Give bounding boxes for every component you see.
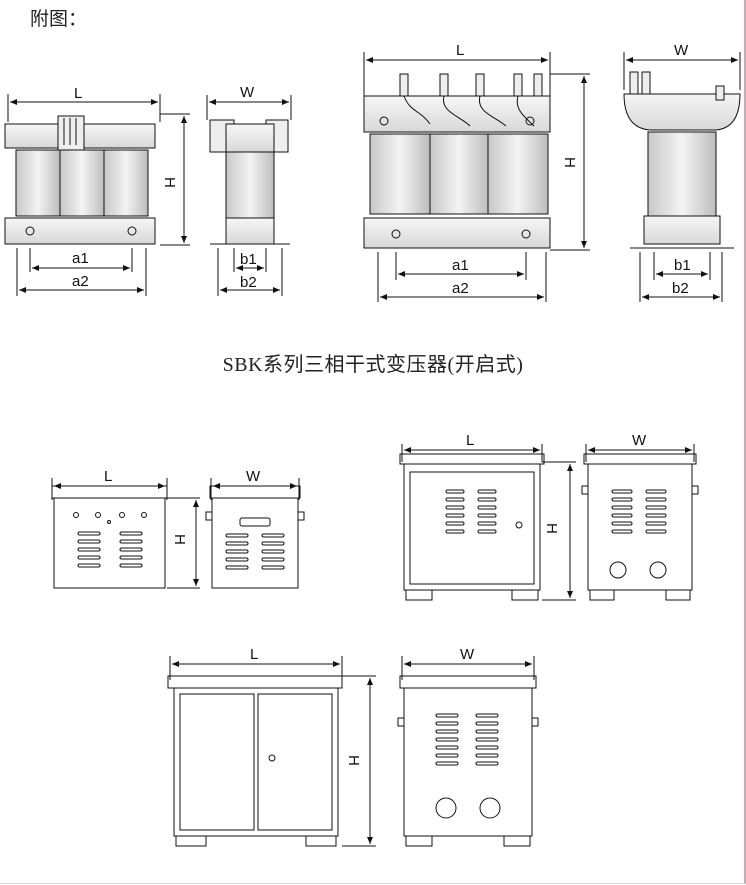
height-label: H [171, 534, 188, 545]
height-label: H [543, 523, 560, 534]
length-label: L [250, 646, 258, 663]
enclosure-medium-front [399, 444, 576, 601]
enclosure-small-side [205, 478, 305, 589]
open-transformer-small-front [4, 94, 190, 296]
length-label: L [466, 432, 474, 449]
open-transformer-small-side [206, 95, 292, 296]
enclosure-large-front [167, 656, 376, 847]
length-label: L [104, 468, 112, 485]
width-label: W [240, 84, 255, 101]
page-header: 附图： [30, 8, 88, 30]
enclosure-large-side [397, 656, 539, 847]
height-label: H [345, 755, 362, 766]
left-door [179, 693, 255, 831]
b2-label: b2 [672, 280, 689, 297]
length-label: L [456, 42, 464, 59]
a2-label: a2 [452, 280, 469, 297]
b1-label: b1 [674, 257, 691, 274]
right-door [257, 693, 333, 831]
width-label: W [460, 646, 475, 663]
door-lock [268, 754, 276, 762]
height-label: H [161, 177, 178, 188]
enclosure-medium-side [581, 444, 699, 601]
a1-label: a1 [452, 257, 469, 274]
a1-label: a1 [72, 250, 89, 267]
cable-entry-hole [479, 797, 501, 819]
series-caption: SBK系列三相干式变压器(开启式) [222, 354, 524, 376]
cable-entry-hole [609, 561, 627, 579]
handle [239, 517, 271, 527]
a2-label: a2 [72, 273, 89, 290]
enclosure-small-front [51, 478, 200, 589]
width-label: W [674, 42, 689, 59]
width-label: W [246, 468, 261, 485]
b1-label: b1 [240, 251, 257, 268]
open-transformer-large-side [623, 52, 741, 302]
height-label: H [561, 157, 578, 168]
width-label: W [632, 432, 647, 449]
vent-louvers [77, 531, 143, 568]
cable-entry-hole [435, 797, 457, 819]
open-transformer-large-front [363, 52, 590, 302]
length-label: L [74, 85, 82, 102]
cable-entry-hole [649, 561, 667, 579]
b2-label: b2 [240, 274, 257, 291]
